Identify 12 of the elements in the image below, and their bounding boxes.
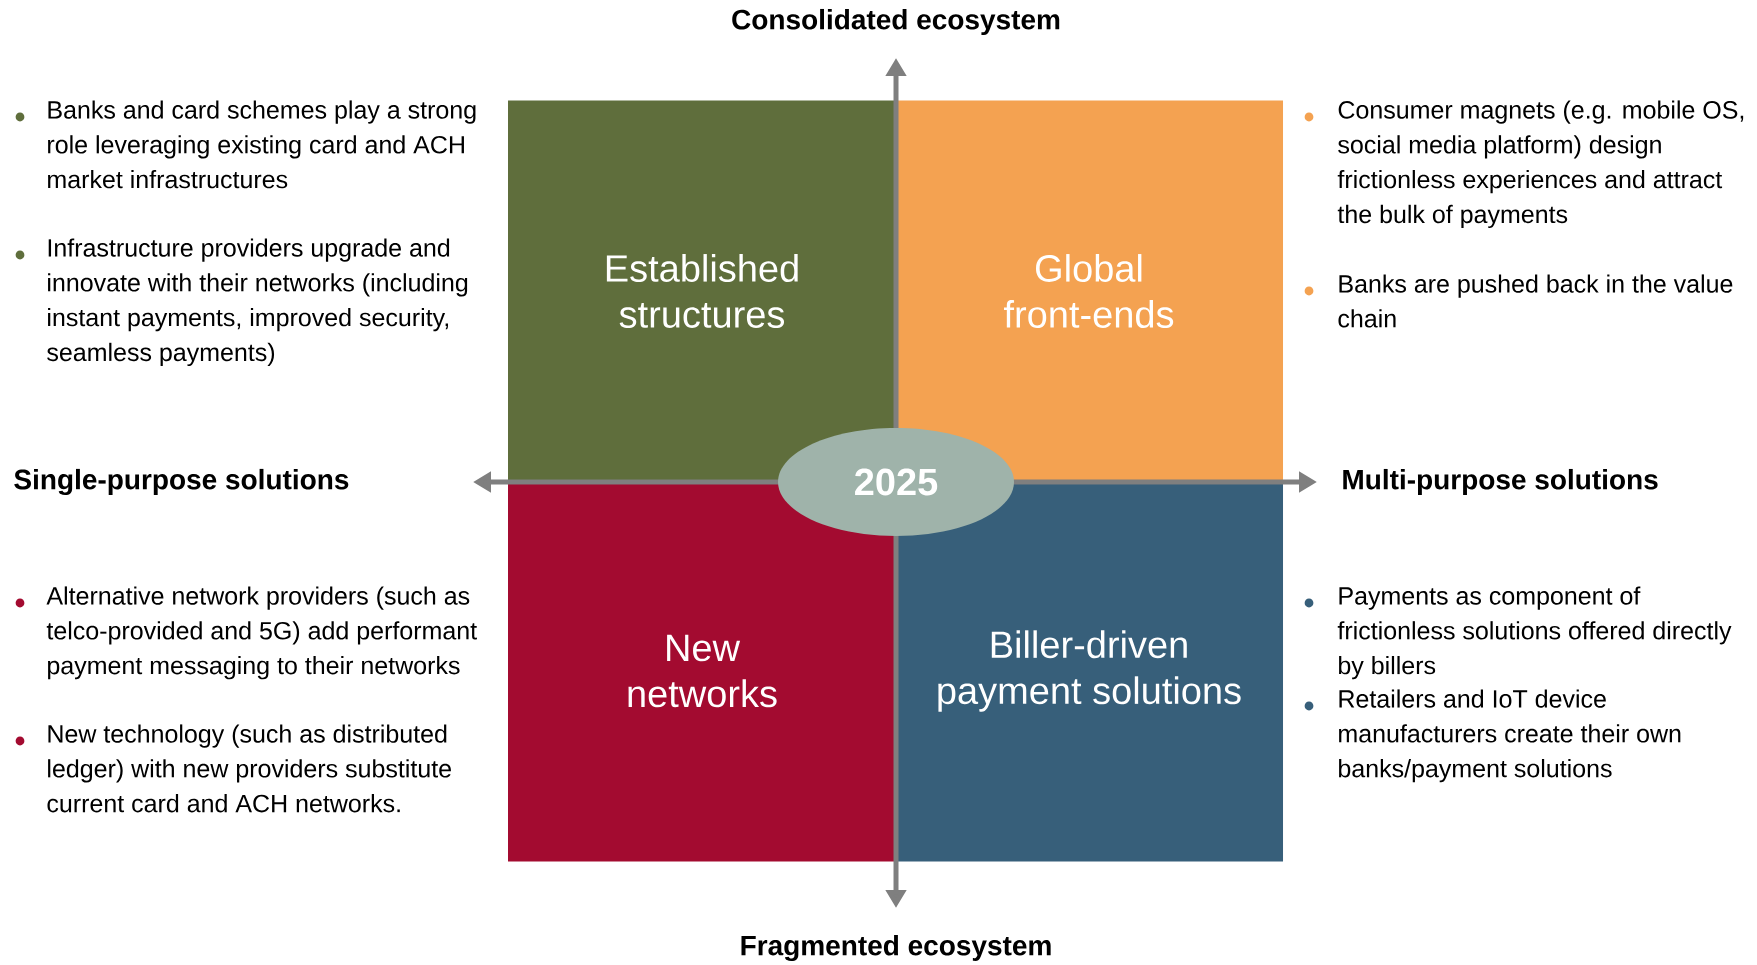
axis-label: Multi-purpose solutions: [1343, 468, 1658, 496]
bullet-text: Banks and card schemes play a strong role leveraging existing card and ACH market infrastructures: [48, 100, 476, 189]
axis-label: Fragmented ecosystem: [741, 934, 1051, 962]
bullet-text: Alternative network providers (such as telco-provided and 5G) add performant payment messaging to their networks: [46, 586, 477, 680]
bullet-text: Banks are pushed back in the value chain: [1338, 274, 1733, 328]
bullet-text: Retailers and IoT device manufacturers create their own banks/payment solutions: [1339, 689, 1681, 783]
bullet-text: Infrastructure providers upgrade and innovate with their networks (including instant payments, improved security, seamless payments): [47, 238, 468, 367]
axis-label: Consolidated ecosystem: [732, 8, 1060, 36]
bullet-text: Payments as component of frictionless solutions offered directly by billers: [1337, 586, 1732, 680]
bullet-text: Consumer magnets (e.g. mobile OS, social media platform) design frictionless experiences and attract the bulk of payments: [1337, 100, 1744, 229]
bullet-text: New technology (such as distributed ledger) with new providers substitute current card and ACH networks.: [47, 724, 451, 813]
axis-label: Single-purpose solutions: [14, 468, 349, 496]
